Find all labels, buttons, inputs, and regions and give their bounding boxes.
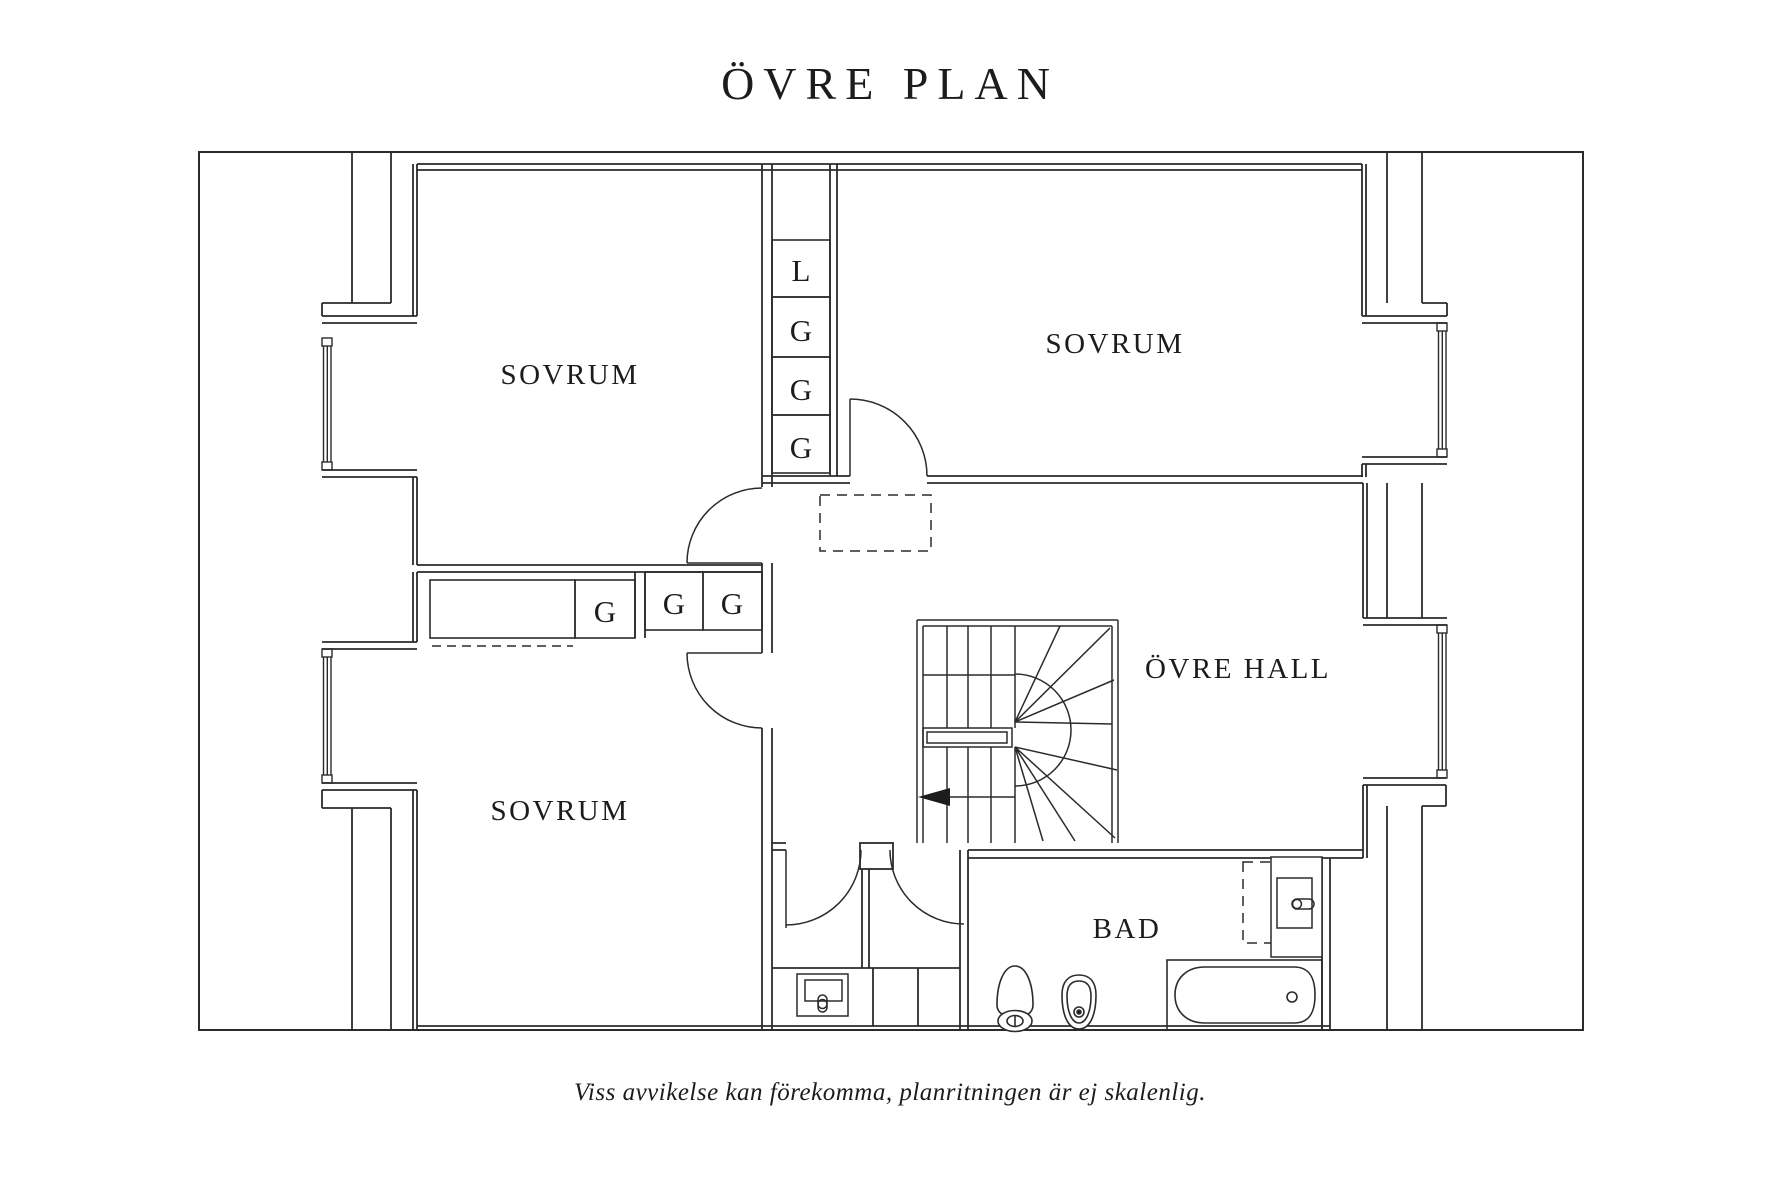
room-label-bedroom-top-right: SOVRUM bbox=[1045, 328, 1184, 360]
toilet-icon bbox=[996, 965, 1034, 1033]
door-top-right-bedroom bbox=[849, 398, 928, 477]
bathroom-sink-icon bbox=[1242, 856, 1323, 958]
window-bottom-left-icon bbox=[321, 648, 333, 784]
window-top-right-icon bbox=[1436, 322, 1448, 458]
window-top-left-icon bbox=[321, 337, 333, 471]
closet-row bbox=[429, 571, 763, 647]
room-label-bedroom-bottom-left: SOVRUM bbox=[490, 795, 629, 827]
washbasin-icon bbox=[796, 973, 849, 1017]
bidet-icon bbox=[1061, 974, 1097, 1030]
stair-handrail bbox=[922, 727, 1013, 748]
closet-label-wardrobe-3: G bbox=[790, 430, 812, 465]
closet-label-wardrobe-5: G bbox=[663, 586, 685, 621]
staircase bbox=[916, 619, 1119, 843]
closet-label-wardrobe-6: G bbox=[721, 586, 743, 621]
dashed-overhead-box bbox=[819, 494, 932, 552]
outer-boundary bbox=[198, 151, 1584, 1031]
room-label-upper-hall: ÖVRE HALL bbox=[1145, 653, 1331, 685]
page-title: ÖVRE PLAN bbox=[721, 58, 1059, 109]
door-bathroom bbox=[889, 849, 965, 925]
room-label-bedroom-top-left: SOVRUM bbox=[500, 359, 639, 391]
disclaimer-note: Viss avvikelse kan förekomma, planritnin… bbox=[574, 1079, 1206, 1106]
closet-label-linen: L bbox=[792, 253, 811, 288]
closet-stack bbox=[771, 239, 831, 474]
room-label-bathroom: BAD bbox=[1093, 913, 1162, 945]
door-niche bbox=[785, 849, 862, 928]
door-top-left-bedroom bbox=[686, 487, 763, 564]
door-bottom-left-bedroom bbox=[686, 652, 763, 729]
closet-label-wardrobe-2: G bbox=[790, 372, 812, 407]
window-hall-right-icon bbox=[1436, 624, 1448, 779]
closet-label-wardrobe-1: G bbox=[790, 313, 812, 348]
stair-direction-arrow bbox=[918, 788, 1015, 806]
bathtub-icon bbox=[1166, 959, 1323, 1031]
closet-label-wardrobe-4: G bbox=[594, 594, 616, 629]
